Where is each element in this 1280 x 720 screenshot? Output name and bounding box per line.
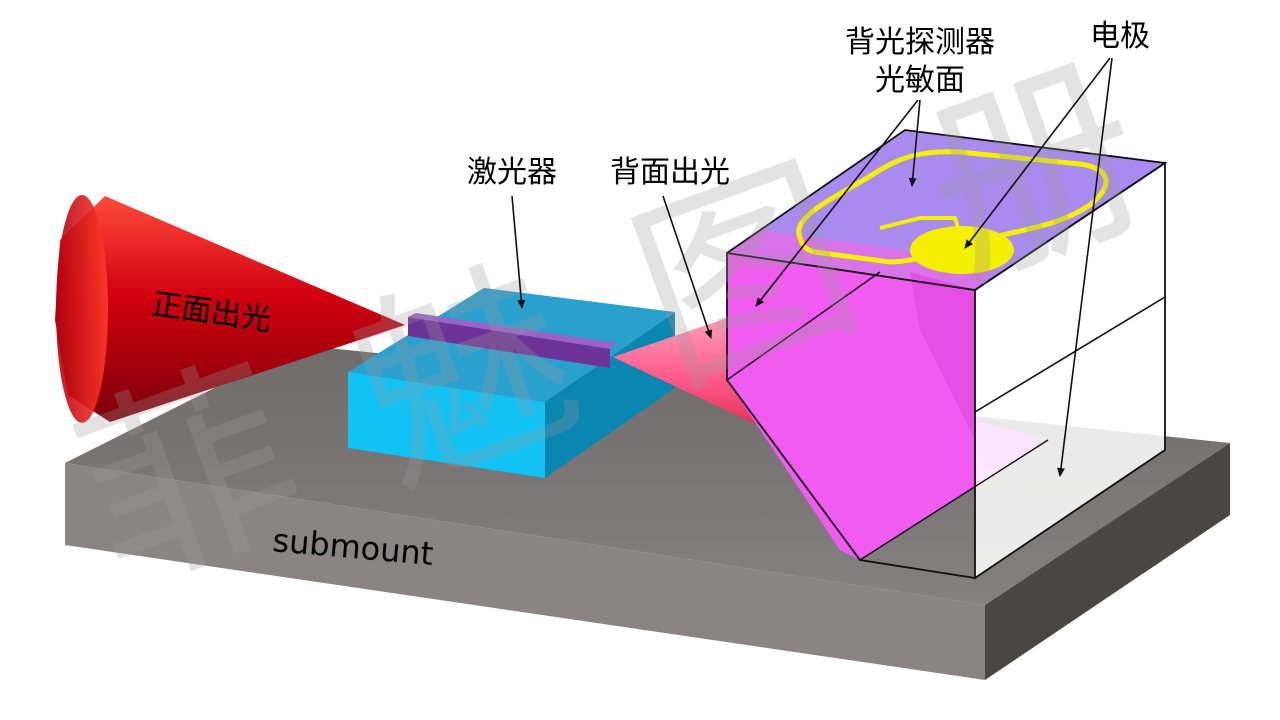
detector-frame <box>726 129 1168 579</box>
laser-label: 激光器 <box>467 155 557 190</box>
back-emission-arrow <box>662 195 713 339</box>
laser-ridge-stripe-top <box>408 313 617 349</box>
laser-ridge-stripe <box>408 317 610 368</box>
electrode-arrow-1 <box>964 57 1111 249</box>
detector-diag-line <box>726 271 881 381</box>
detector-label-line2: 光敏面 <box>875 63 965 98</box>
back-detector <box>726 129 1168 580</box>
detector-label-line1: 背光探测器 <box>845 25 995 60</box>
laser-block-front <box>348 372 545 478</box>
detector-mid-line <box>974 296 1166 413</box>
detector-bottom-line <box>859 439 1049 561</box>
front-beam-cone <box>55 196 405 422</box>
back-emission-label: 背面出光 <box>610 155 730 190</box>
front-beam <box>55 195 405 423</box>
photosensitive-area <box>796 149 1109 265</box>
electrode-arrow-2 <box>1057 57 1113 477</box>
front-beam-opening <box>56 195 108 423</box>
submount-front-face <box>65 463 985 680</box>
laser-arrow <box>511 195 526 309</box>
electrode-label: 电极 <box>1090 19 1150 54</box>
photosensitive-arrow-1 <box>908 99 921 187</box>
detector-inner-shade <box>910 272 1048 470</box>
electrode-pad <box>910 226 1014 274</box>
submount-side-face <box>985 443 1230 680</box>
annotation-arrows <box>511 57 1113 477</box>
photosensitive-arrow-2 <box>755 99 919 307</box>
